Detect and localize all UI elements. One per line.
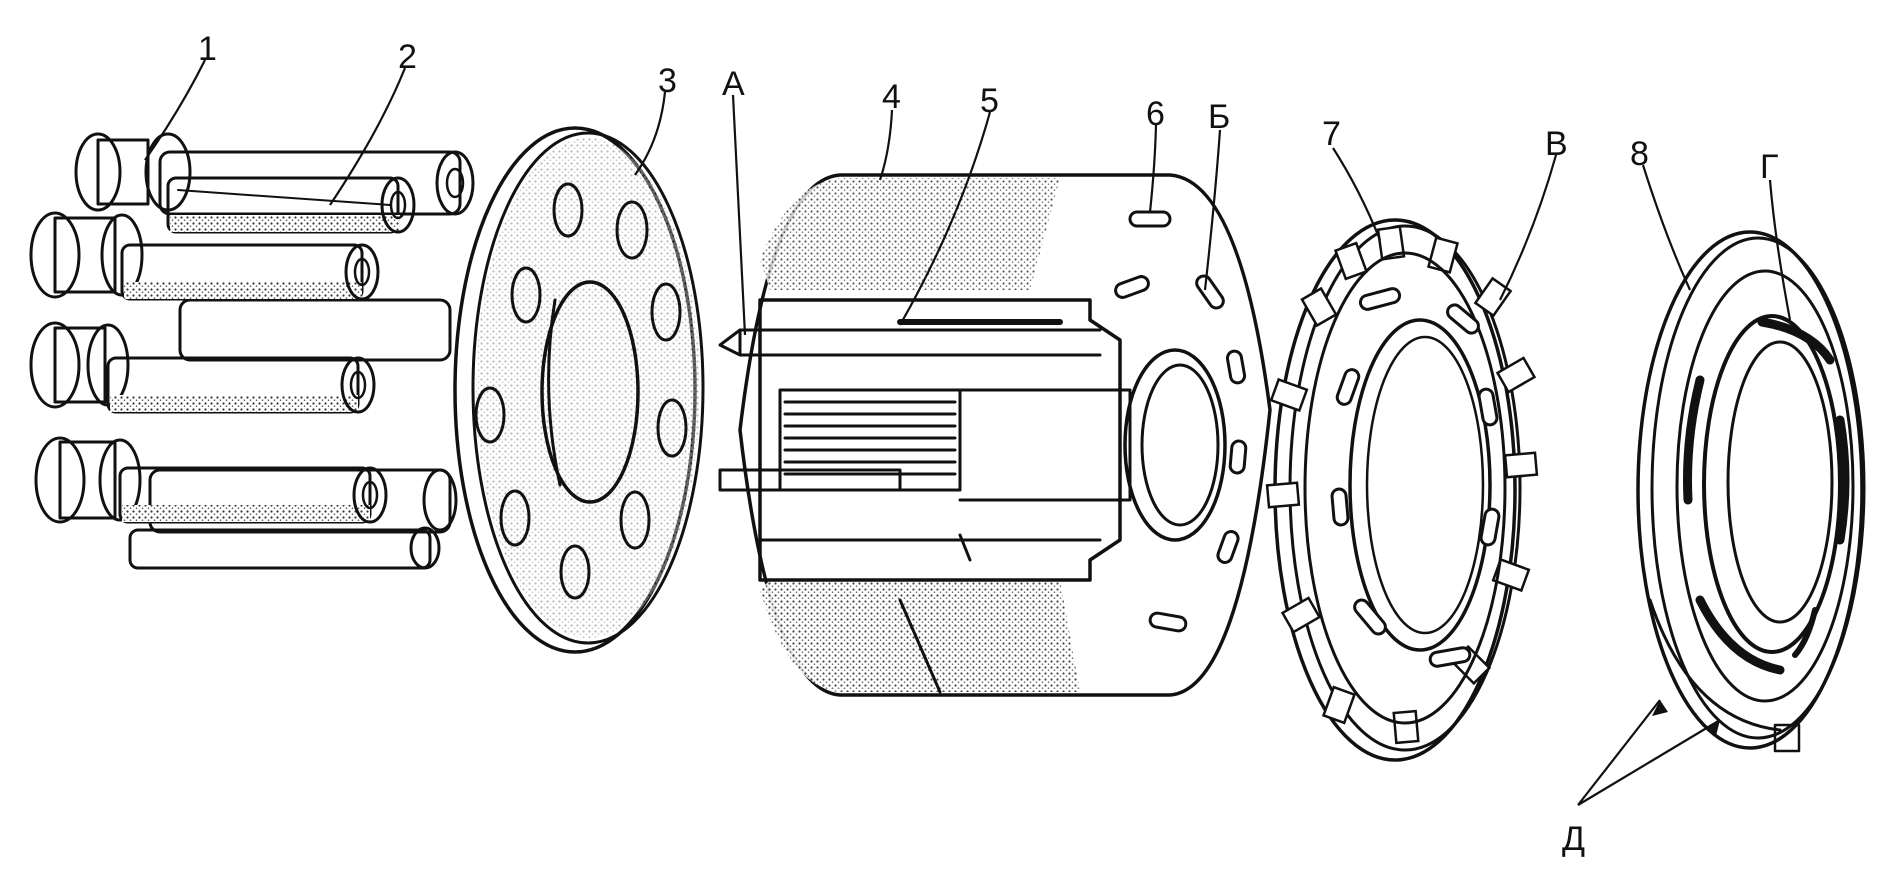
piston-bundle (29, 132, 475, 570)
piston-bore-groove (718, 319, 1102, 357)
label-5: 5 (980, 82, 999, 120)
retainer-plate (453, 126, 705, 654)
block-end-ports (1114, 210, 1248, 633)
piston-rod-1 (166, 176, 416, 234)
label-6: 6 (1146, 95, 1165, 133)
label-A: А (722, 65, 745, 103)
label-1: 1 (198, 30, 217, 68)
piston-shoe-3 (29, 321, 130, 409)
label-8: 8 (1630, 135, 1649, 173)
label-B: Б (1208, 98, 1230, 136)
piston-rod-4 (118, 466, 388, 524)
leader-lines (144, 59, 1792, 806)
retainer-holes (474, 182, 688, 600)
label-V: В (1545, 125, 1568, 163)
plate-kidney-slots (1330, 287, 1501, 668)
valve-kidney-grooves (1683, 317, 1850, 675)
block-cutaway (758, 298, 1122, 582)
retainer-center-bore (540, 280, 640, 504)
spline-bore (778, 348, 1227, 542)
piston-rod-back-2 (178, 298, 452, 362)
piston-rod-2 (120, 243, 380, 301)
piston-shoe-1 (74, 132, 192, 212)
cylinder-block (718, 173, 1272, 697)
label-4: 4 (882, 78, 901, 116)
plate-teeth (1265, 225, 1539, 745)
piston-shoe-4 (34, 436, 142, 524)
label-3: 3 (658, 62, 677, 100)
piston-rod-3 (106, 356, 376, 414)
piston-rod-5 (128, 526, 441, 570)
label-D: Д (1562, 820, 1585, 858)
piston-rod-back-3 (148, 468, 458, 534)
valve-plate (1636, 230, 1866, 753)
label-2: 2 (398, 38, 417, 76)
label-G: Г (1760, 148, 1778, 186)
label-7: 7 (1322, 115, 1341, 153)
callout-labels: 1 2 3 А 4 5 6 Б 7 В 8 Г Д (198, 30, 1778, 858)
distributor-plate (1265, 218, 1539, 762)
piston-rod-back-1 (158, 150, 475, 216)
